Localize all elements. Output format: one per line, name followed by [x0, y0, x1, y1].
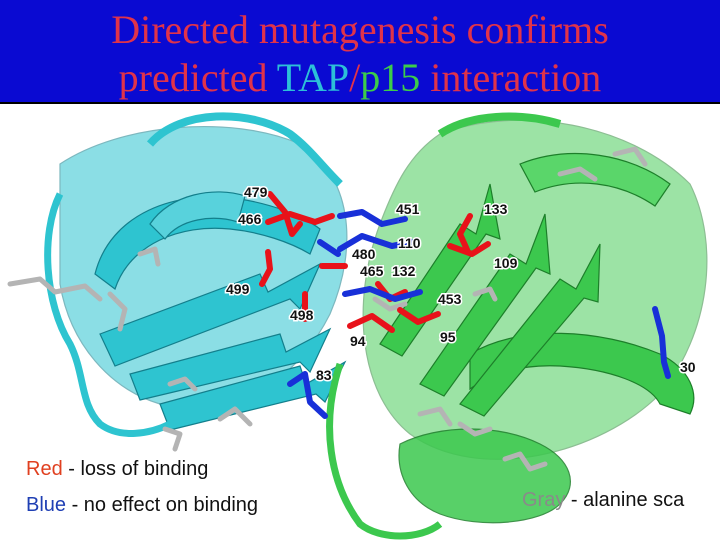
gray-sidechain-13: [372, 296, 408, 312]
legend-blue-word: Blue: [26, 494, 67, 516]
label-94: 94: [350, 333, 366, 349]
blue-sidechain-453: [342, 286, 423, 302]
gray-sidechain-8: [612, 146, 648, 167]
label-498: 498: [290, 307, 314, 323]
title-predicted: predicted: [118, 55, 277, 100]
legend-gray-text: - alanine sca: [565, 489, 685, 511]
gray-sidechain-1: [7, 276, 103, 302]
label-30: 30: [680, 359, 696, 375]
label-466: 466: [238, 211, 262, 227]
label-453: 453: [438, 291, 462, 307]
red-sidechain-94: [347, 313, 395, 333]
title-p15: p15: [360, 55, 421, 100]
tap-loop-top: [146, 112, 343, 187]
label-451: 451: [396, 201, 420, 217]
red-sidechain-95: [397, 307, 441, 325]
p15-loop-top: [437, 112, 562, 138]
gray-residues: [7, 146, 648, 472]
slide-title: Directed mutagenesis confirms predicted …: [0, 0, 720, 104]
title-slash: /: [349, 55, 361, 100]
gray-sidechain-3: [137, 246, 161, 267]
red-sidechain-479: [267, 191, 303, 237]
blue-residues: [287, 209, 671, 419]
label-110: 110: [398, 235, 421, 251]
gray-sidechain-9: [417, 406, 453, 427]
gray-sidechain-10: [457, 421, 493, 437]
p15-strand-2: [419, 213, 551, 397]
red-sidechain-466: [265, 211, 335, 225]
red-residues: [259, 191, 491, 333]
label-479: 479: [244, 184, 268, 200]
legend-blue-text: - no effect on binding: [66, 494, 259, 516]
label-480: 480: [352, 246, 376, 262]
legend-red: Red - loss of binding: [26, 458, 208, 481]
red-sidechain-499: [259, 249, 273, 287]
label-109: 109: [494, 255, 518, 271]
label-95: 95: [440, 329, 456, 345]
gray-sidechain-11: [502, 451, 548, 472]
red-sidechain-133: [457, 213, 473, 255]
blue-sidechain-110: [337, 233, 415, 252]
gray-sidechain-12: [472, 286, 498, 302]
tap-helix-1: [94, 196, 321, 290]
gray-sidechain-5: [217, 406, 253, 427]
red-sidechain-109: [447, 241, 491, 257]
title-interaction: interaction: [420, 55, 602, 100]
p15-loop-bottom: [326, 362, 443, 540]
tap-chain: [44, 112, 348, 437]
p15-strand-3: [459, 243, 601, 417]
blue-sidechain-451: [337, 209, 408, 227]
tap-strand-1: [99, 262, 322, 367]
gray-sidechain-7: [557, 166, 598, 182]
blue-sidechain-465: [317, 239, 341, 257]
protein-structure-diagram: 479 466 451 133 480 110 465 132 109 499 …: [7, 112, 708, 540]
title-tap: TAP: [276, 55, 350, 100]
label-132: 132: [392, 263, 416, 279]
label-465: 465: [360, 263, 384, 279]
legend-blue: Blue - no effect on binding: [26, 494, 258, 517]
legend-red-text: - loss of binding: [62, 458, 209, 480]
residue-labels: 479 466 451 133 480 110 465 132 109 499 …: [225, 183, 698, 385]
label-499: 499: [226, 281, 250, 297]
tap-helix-2: [149, 191, 246, 240]
legend-red-word: Red: [26, 458, 63, 480]
blue-sidechain-83: [287, 371, 328, 419]
legend-gray: Gray - alanine sca: [522, 489, 720, 512]
gray-sidechain-2: [107, 291, 128, 332]
gray-sidechain-4: [167, 376, 198, 392]
tap-loop-left: [44, 192, 172, 437]
label-83: 83: [316, 367, 332, 383]
legend-gray-word: Gray: [522, 489, 566, 511]
label-133: 133: [484, 201, 508, 217]
title-line-1: Directed mutagenesis confirms: [111, 7, 609, 52]
p15-chain: [326, 112, 708, 540]
title-line-2: predicted TAP/p15 interaction: [0, 54, 720, 102]
blue-sidechain-30: [652, 306, 671, 379]
gray-sidechain-6: [162, 426, 183, 452]
